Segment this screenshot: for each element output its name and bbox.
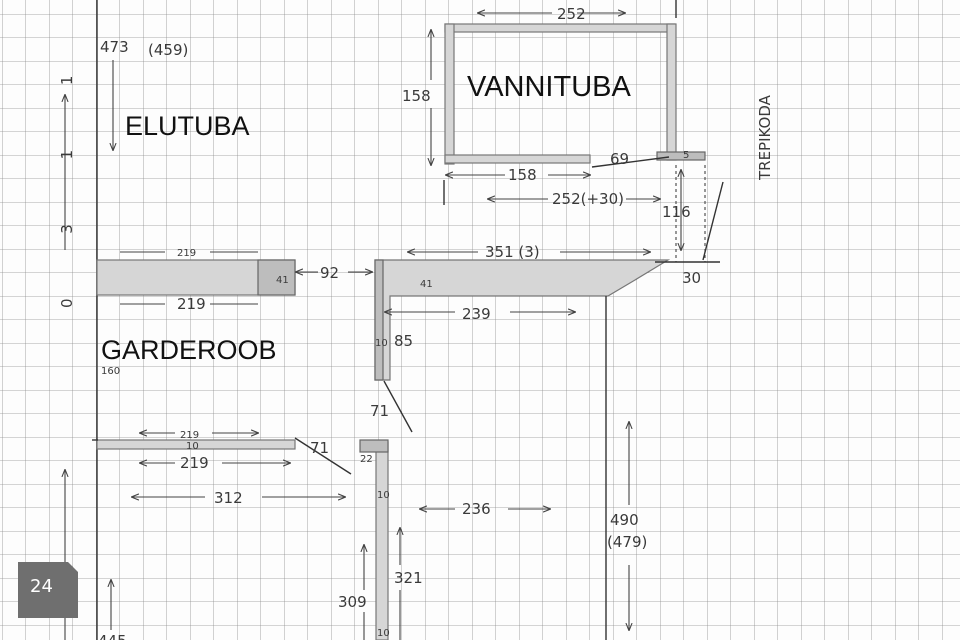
dim-label-479: (479): [607, 533, 647, 551]
dim-label-252-30: 252(+30): [552, 190, 624, 208]
bath-door-wall: [656, 151, 706, 161]
dim-label-bottom: 445: [98, 632, 127, 640]
dim-label-10-b: 10: [377, 490, 390, 501]
badge-shape: [18, 562, 78, 618]
bath-bottom-wall: [444, 154, 591, 164]
dim-label-158-bottom: 158: [508, 166, 537, 184]
dim-label-236: 236: [462, 500, 491, 518]
dim-label-5: 5: [683, 150, 689, 161]
dim-label-351: 351 (3): [485, 243, 540, 261]
dim-label-312: 312: [214, 489, 243, 507]
room-label-trepikoda: TREPIKODA: [756, 94, 774, 181]
dim-label-22: 22: [360, 454, 373, 465]
dim-label-71-a: 71: [370, 402, 389, 420]
dim-label-490: 490: [610, 511, 639, 529]
dim-label-85: 85: [394, 332, 413, 350]
door-71-swing-a: [383, 380, 413, 433]
dim-label-459: (459): [148, 41, 188, 59]
dim-label-116: 116: [662, 203, 691, 221]
room-label-garderoob: GARDEROOB: [101, 335, 277, 365]
wall-main-left-edge: [374, 259, 384, 381]
dim-label-160: 160: [101, 366, 120, 377]
page-badge: 24: [18, 562, 78, 618]
dim-label-10-c: 10: [377, 628, 390, 639]
bath-door-swing: [591, 156, 670, 168]
lower-vertical-wall: [375, 441, 389, 640]
bath-top-wall: [444, 23, 676, 33]
dim-label-219-top: 219: [177, 248, 196, 259]
dim-label-219-mid: 219: [180, 430, 199, 441]
room-label-vannituba: VANNITUBA: [467, 71, 631, 103]
door-71-swing-b: [294, 437, 352, 475]
dim-label-30: 30: [682, 269, 701, 287]
dim-label-158-side: 158: [402, 87, 431, 105]
dim-label-239: 239: [462, 305, 491, 323]
dim-label-92: 92: [320, 264, 339, 282]
dim-label-219-mid2: 219: [180, 454, 209, 472]
wall-41-segment: [257, 259, 296, 296]
dim-label-252-top: 252: [557, 5, 586, 23]
dim-label-69: 69: [610, 150, 629, 168]
room-label-elutuba: ELUTUBA: [125, 111, 250, 141]
wall-22-stub: [359, 439, 389, 453]
dim-label-10-mid: 10: [186, 441, 199, 452]
dim-label-41-b: 41: [420, 279, 433, 290]
dim-label-473: 473: [100, 38, 129, 56]
dim-label-219-bottom: 219: [177, 295, 206, 313]
dim-label-321: 321: [394, 569, 423, 587]
bath-right-wall: [666, 23, 677, 161]
dim-label-10-a: 10: [375, 338, 388, 349]
badge-number: 24: [30, 576, 53, 597]
stair-door-swing: [702, 181, 724, 261]
dim-label-41-a: 41: [276, 275, 289, 286]
bath-left-wall: [444, 23, 455, 165]
dim-label-left-vertical: 0 3 1 1: [58, 46, 76, 308]
dim-label-309: 309: [338, 593, 367, 611]
wall-mid: [96, 439, 296, 450]
dim-label-71-b: 71: [310, 439, 329, 457]
